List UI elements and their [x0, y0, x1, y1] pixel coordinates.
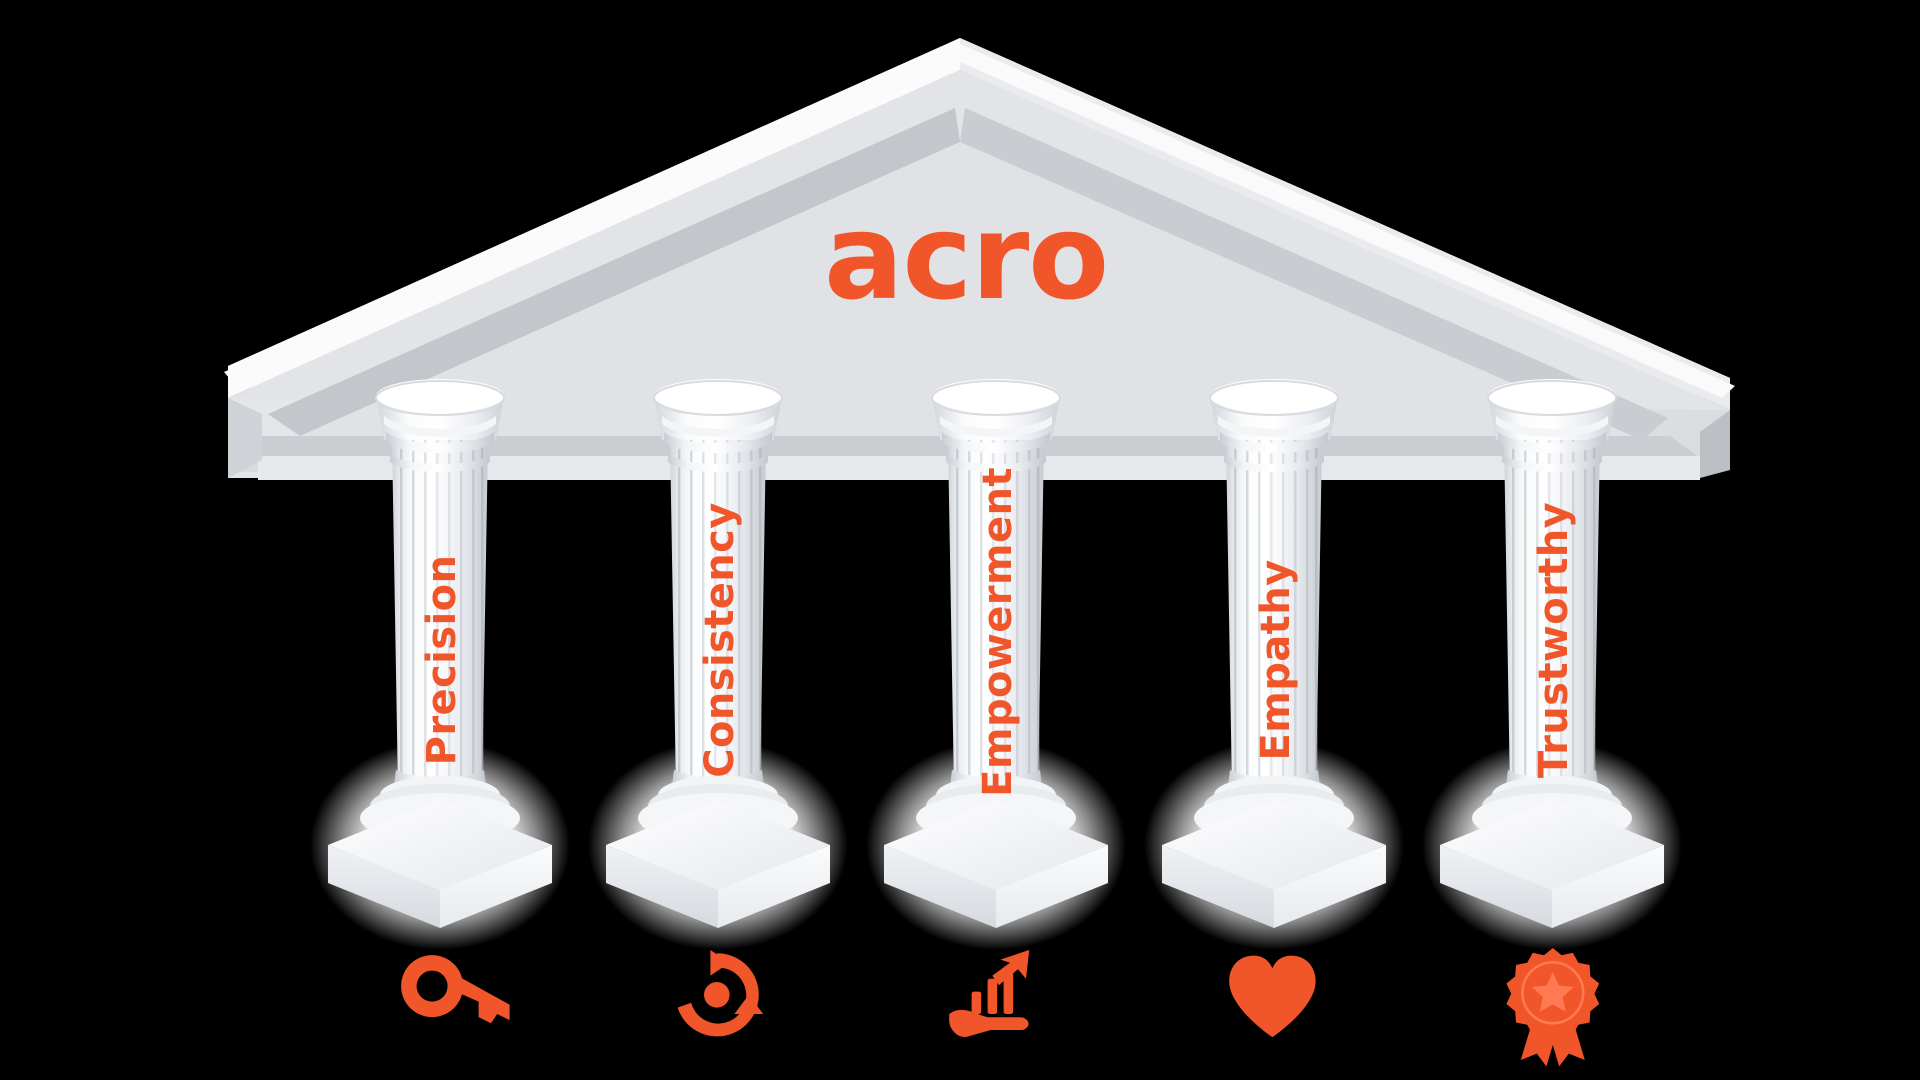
cornice-right-return — [1700, 410, 1730, 478]
capital-ring — [1224, 454, 1324, 473]
pediment-roof: acro — [224, 38, 1735, 480]
plinth-left-face — [884, 845, 996, 928]
capital-ring — [1498, 432, 1606, 454]
capital-ring — [390, 454, 490, 473]
capital-curve — [1218, 416, 1330, 437]
capital-ring — [668, 454, 768, 473]
pediment-inner-shadow-right — [960, 108, 1668, 440]
plinth-right-face — [1274, 845, 1386, 928]
pillar-empowerment[interactable]: Empowerment — [884, 379, 1108, 928]
hand-growth-chart-icon — [949, 950, 1030, 1038]
capital-curve — [1496, 416, 1608, 437]
plinth-right-face — [996, 845, 1108, 928]
capital-top-ellipse — [376, 379, 504, 413]
cornice-left-return — [228, 398, 262, 478]
pillar-fluting — [1234, 430, 1318, 802]
plinth-left-face — [1440, 845, 1552, 928]
capital-ring — [946, 454, 1046, 473]
capital-curve — [940, 416, 1052, 437]
plinth-left-face — [1162, 845, 1274, 928]
capital-rim — [375, 380, 505, 416]
award-badge-icon — [1506, 948, 1600, 1067]
pillar-shaft — [1504, 440, 1600, 790]
capital-rim — [653, 380, 783, 416]
plinth-left-face — [606, 845, 718, 928]
pillar-shaft — [948, 440, 1044, 790]
capital-top-ellipse — [1488, 379, 1616, 413]
pillar-fluting — [956, 430, 1040, 802]
capital-ring — [942, 432, 1050, 454]
pillar-label: Empowerment — [975, 467, 1021, 797]
key-icon — [401, 955, 510, 1024]
tympanum-face — [300, 142, 1642, 440]
capital-ring — [386, 432, 494, 454]
pillar-fluting — [400, 430, 484, 802]
capital-curve — [384, 416, 496, 437]
capital-top-ellipse — [1210, 379, 1338, 413]
capital-top-ellipse — [654, 379, 782, 413]
plinth-right-face — [1552, 845, 1664, 928]
plinth-right-face — [718, 845, 830, 928]
pillar-label: Consistency — [697, 502, 743, 778]
pillar-shaft — [1226, 440, 1322, 790]
pillar-shaft — [392, 440, 488, 790]
capital-rim — [1487, 380, 1617, 416]
pillar-fluting — [1512, 430, 1596, 802]
pillar-label: Empathy — [1253, 559, 1299, 760]
recycle-cycle-icon — [677, 950, 764, 1037]
capital-top-ellipse — [932, 379, 1060, 413]
capital-curve — [662, 416, 774, 437]
pillar-label: Trustworthy — [1531, 502, 1577, 778]
capital-ring — [1502, 454, 1602, 473]
capital-ring — [1220, 432, 1328, 454]
pillar-fluting — [678, 430, 762, 802]
capital-ring — [664, 432, 772, 454]
pillar-label: Precision — [419, 555, 465, 766]
pillar-consistency[interactable]: Consistency — [606, 379, 830, 928]
heart-icon — [1229, 955, 1316, 1038]
pillar-trustworthy[interactable]: Trustworthy — [1440, 379, 1664, 928]
capital-rim — [931, 380, 1061, 416]
pediment-inner-shadow-left — [268, 108, 960, 436]
pillar-empathy[interactable]: Empathy — [1162, 379, 1386, 928]
plinth-right-face — [440, 845, 552, 928]
pillar-precision[interactable]: Precision — [328, 379, 552, 928]
acro-logo-text: acro — [824, 188, 1108, 326]
capital-rim — [1209, 380, 1339, 416]
plinth-left-face — [328, 845, 440, 928]
pillar-shaft — [670, 440, 766, 790]
